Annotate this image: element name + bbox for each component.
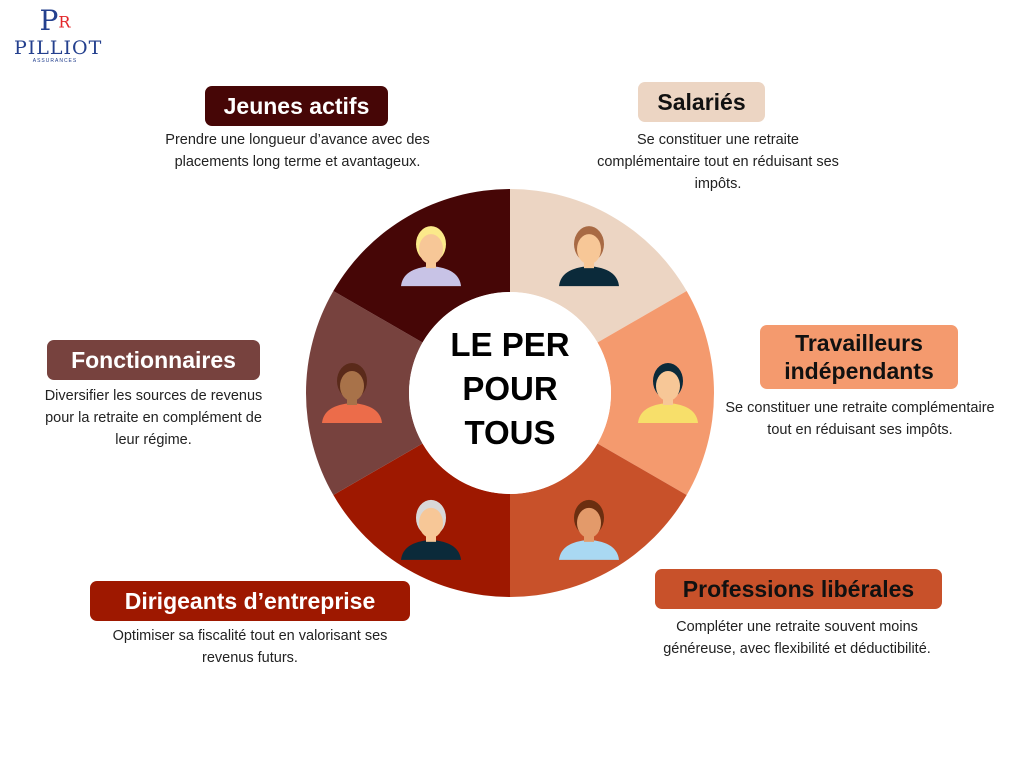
center-line-3: TOUS (464, 414, 556, 451)
desc-independants: Se constituer une retraite complémentair… (725, 400, 995, 438)
desc-fonctionnaires: Diversifier les sources de revenus pour … (44, 388, 263, 448)
desc-dirigeants: Optimiser sa fiscalité tout en valorisan… (112, 628, 388, 666)
label-jeunes: Jeunes actifs (205, 86, 388, 126)
center-line-1: LE PER (450, 326, 570, 363)
label-salaries: Salariés (638, 82, 765, 122)
segment-salaries (510, 189, 687, 343)
segment-jeunes (333, 189, 510, 343)
logo-mark: PR (39, 4, 71, 37)
man-avatar-icon (559, 226, 619, 287)
segment-fonctionnaires (306, 291, 423, 495)
center-line-2: POUR (462, 370, 558, 407)
man-beard-avatar-icon (322, 363, 382, 423)
blonde-woman-avatar-icon (401, 226, 461, 287)
bearded-man-avatar-icon (559, 499, 619, 560)
desc-liberales: Compléter une retraite souvent moins gén… (663, 619, 931, 657)
pilliot-logo: PR PILLIOT ASSURANCES (14, 4, 103, 65)
label-liberales: Professions libérales (655, 569, 942, 609)
center-circle (409, 292, 611, 494)
segment-independants (597, 291, 714, 495)
label-independants: Travailleurs indépendants (760, 325, 958, 389)
desc-salaries: Se constituer une retraite complémentair… (597, 132, 839, 192)
woman-avatar-icon (638, 363, 698, 423)
label-dirigeants: Dirigeants d’entreprise (90, 581, 410, 621)
label-fonctionnaires: Fonctionnaires (47, 340, 260, 380)
center-title: LE PER POUR TOUS (430, 323, 590, 455)
logo-name: PILLIOT (14, 36, 103, 59)
logo-sub: ASSURANCES (32, 57, 78, 64)
senior-woman-avatar-icon (401, 499, 461, 560)
desc-jeunes: Prendre une longueur d’avance avec des p… (165, 132, 430, 170)
